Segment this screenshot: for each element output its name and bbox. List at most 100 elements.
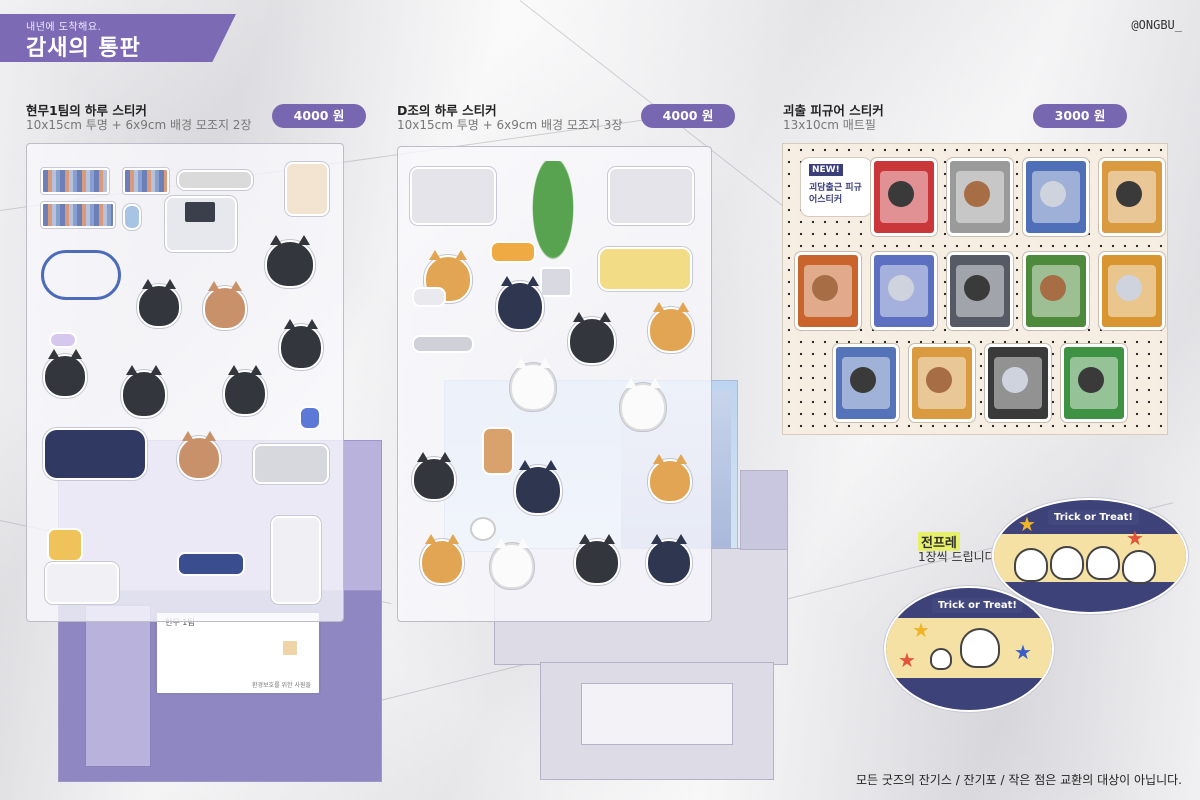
speech-bubble-sticker [470, 517, 496, 541]
sticker-sheet-d-team [397, 146, 712, 622]
deer-sticker [574, 534, 620, 585]
monitor [185, 202, 215, 222]
ghost-character [960, 628, 1000, 668]
tiger-cat-sticker [177, 431, 221, 480]
black-cat-sticker [137, 279, 181, 328]
figure-character [850, 367, 876, 393]
notice-board: 현무 1팀 환경보호를 위한 사원들 [155, 611, 321, 695]
shoes-sticker [177, 552, 245, 576]
deer-sticker [412, 452, 456, 501]
black-cat-sticker [265, 235, 315, 288]
whiteboard [581, 683, 733, 745]
sticker-sheet-team1 [26, 143, 344, 622]
dog-sticker [420, 534, 464, 585]
figure-card [1099, 252, 1165, 330]
office-desk-sticker [608, 167, 694, 225]
black-cat-sticker [279, 319, 323, 370]
product-description: 10x15cm 투명 + 6x9cm 배경 모조지 3장 [397, 118, 623, 132]
header-banner [0, 14, 236, 62]
bonus-sticker-halloween-1: Trick or Treat! ★ ★ [992, 498, 1188, 614]
footer-notice: 모든 굿즈의 잔기스 / 잔기포 / 작은 점은 교환의 대상이 아닙니다. [855, 773, 1182, 787]
figure-character [1078, 367, 1104, 393]
notice-board-note: 환경보호를 위한 사원들 [251, 682, 311, 689]
shelf-sticker [177, 170, 253, 190]
product-title: D조의 하루 스티커 [397, 103, 497, 118]
product-title: 괴출 피규어 스티커 [783, 103, 884, 118]
product-description: 13x10cm 매트필 [783, 118, 876, 132]
trick-or-treat-label: Trick or Treat! [1048, 510, 1139, 525]
bookshelf-sticker [41, 168, 109, 194]
black-cat-sticker [43, 349, 87, 398]
figure-card [985, 344, 1051, 422]
background-paper-room [540, 662, 774, 780]
figure-character [1116, 181, 1142, 207]
desk-sticker [165, 196, 237, 252]
figure-sheet-slogan: 괴담출근 피규어스티커 [809, 183, 862, 205]
star-icon: ★ [898, 648, 916, 672]
figure-character [964, 181, 990, 207]
blue-flame-sticker [299, 406, 321, 430]
artist-handle: @ONGBU_ [1131, 18, 1182, 32]
sink-sticker [253, 444, 329, 484]
black-cat-sticker [223, 365, 267, 416]
star-icon: ★ [1018, 512, 1036, 536]
bonus-sticker-halloween-2: Trick or Treat! ★ ★ ★ [884, 586, 1054, 712]
ghost-character [1050, 546, 1084, 580]
stool-sticker [490, 241, 536, 263]
small-character [930, 648, 952, 670]
navy-cat-sticker [514, 460, 562, 515]
price-badge: 4000 원 [272, 104, 366, 128]
star-icon: ★ [912, 618, 930, 642]
figure-character [1040, 181, 1066, 207]
fridge-sticker [271, 516, 321, 604]
promo-subtitle: 1장씩 드립니다 [918, 550, 996, 564]
ghost-character [1014, 548, 1048, 582]
background-paper-office-desk: 현무 1팀 환경보호를 위한 사원들 [58, 590, 382, 782]
trick-or-treat-label: Trick or Treat! [932, 598, 1023, 613]
ghost-sticker [510, 358, 556, 411]
star-icon: ★ [1126, 526, 1144, 550]
figure-card [871, 158, 937, 236]
dog-sticker [648, 302, 694, 353]
figure-character [1002, 367, 1028, 393]
product-description: 10x15cm 투명 + 6x9cm 배경 모조지 2장 [26, 118, 252, 132]
product-title: 현무1팀의 하루 스티커 [26, 103, 147, 118]
plant-pot [540, 267, 572, 297]
bicycle-sticker [41, 250, 121, 300]
new-badge: NEW! [809, 164, 843, 176]
figure-character [1040, 275, 1066, 301]
figure-card [833, 344, 899, 422]
shopping-bag-sticker [285, 162, 329, 216]
tiger-cat-sticker [203, 281, 247, 330]
navy-cat-sticker [646, 534, 692, 585]
file-box-sticker [47, 528, 83, 562]
price-badge: 3000 원 [1033, 104, 1127, 128]
figure-card [1061, 344, 1127, 422]
figure-character [926, 367, 952, 393]
office-desk-sticker [410, 167, 496, 225]
sofa-sticker [43, 428, 147, 480]
figure-card [1023, 252, 1089, 330]
yellow-sofa-sticker [598, 247, 692, 291]
figure-card [871, 252, 937, 330]
black-cat-sticker [121, 365, 167, 418]
figure-card [947, 252, 1013, 330]
bookshelf-sticker [123, 168, 169, 194]
figure-card [947, 158, 1013, 236]
figure-character [1116, 275, 1142, 301]
deer-sticker [568, 312, 616, 365]
navy-cat-sticker [496, 276, 544, 331]
cabinet-sticker [45, 562, 119, 604]
building-strip [740, 470, 788, 550]
figure-character [964, 275, 990, 301]
ghost-character [1086, 546, 1120, 580]
memo-note [283, 641, 297, 655]
radio-sticker [412, 287, 446, 307]
notice-board-title: 현무 1팀 [165, 618, 195, 627]
figure-character [812, 275, 838, 301]
potted-plant-sticker [518, 161, 588, 297]
figure-character [888, 181, 914, 207]
figure-character [888, 275, 914, 301]
ghost-character [1122, 550, 1156, 584]
figure-card [795, 252, 861, 330]
